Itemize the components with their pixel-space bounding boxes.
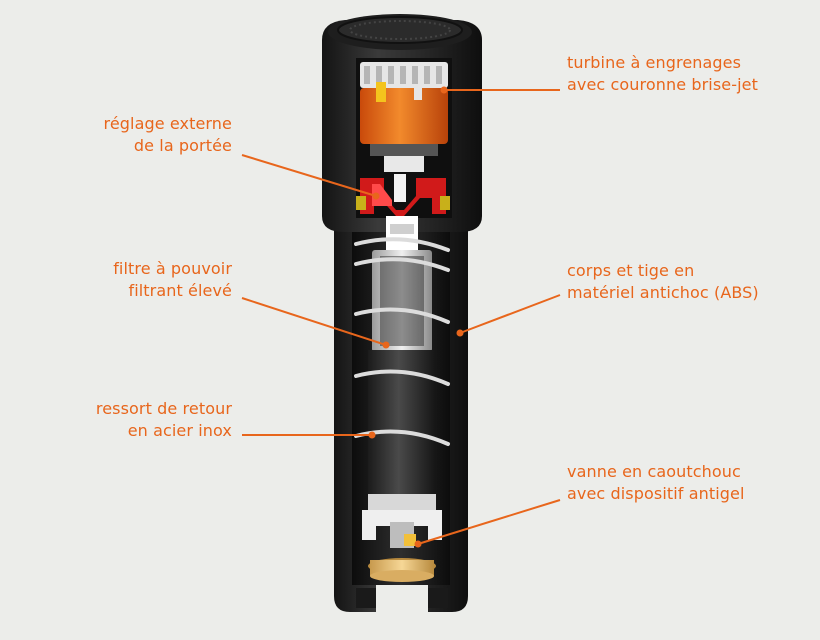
label-reglage-line-1: réglage externe <box>103 114 232 133</box>
label-turbine-line-2: avec couronne brise-jet <box>567 75 758 94</box>
leader-dots <box>368 86 464 548</box>
label-reglage-line-2: de la portée <box>133 136 232 155</box>
leader-filtre <box>241 297 387 346</box>
label-reglage: réglage externe de la portée <box>104 113 233 157</box>
label-ressort-line-1: ressort de retour <box>95 399 232 418</box>
valve <box>362 494 442 582</box>
label-ressort: ressort de retour en acier inox <box>96 398 232 442</box>
leader-vanne <box>417 499 561 545</box>
label-vanne-line-2: avec dispositif antigel <box>567 484 745 503</box>
label-corps: corps et tige en matériel antichoc (ABS) <box>567 260 759 304</box>
label-turbine-line-1: turbine à engrenages <box>567 53 742 72</box>
leader-corps <box>459 294 561 334</box>
label-ressort-line-2: en acier inox <box>127 421 232 440</box>
label-filtre: filtre à pouvoir filtrant élevé <box>113 258 232 302</box>
label-vanne-line-1: vanne en caoutchouc <box>567 462 741 481</box>
spring <box>354 237 450 446</box>
range-adjustment <box>356 156 450 216</box>
label-turbine: turbine à engrenages avec couronne brise… <box>567 52 758 96</box>
leader-lines <box>241 89 561 545</box>
label-filtre-line-1: filtre à pouvoir <box>113 259 232 278</box>
filter <box>372 216 432 352</box>
label-vanne: vanne en caoutchouc avec dispositif anti… <box>567 461 745 505</box>
label-corps-line-1: corps et tige en <box>567 261 695 280</box>
label-corps-line-2: matériel antichoc (ABS) <box>567 283 759 302</box>
label-filtre-line-2: filtrant élevé <box>128 281 232 300</box>
turbine-gears <box>360 62 448 156</box>
leader-reglage <box>241 154 377 197</box>
